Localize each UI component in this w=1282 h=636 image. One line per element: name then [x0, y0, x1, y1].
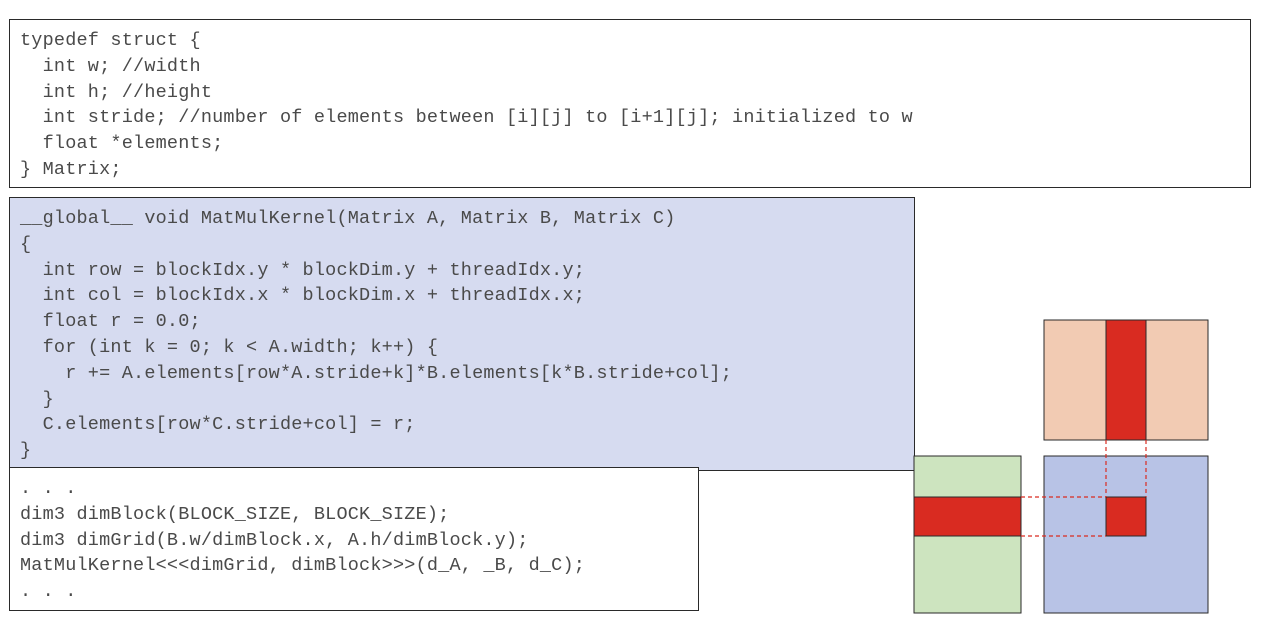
kernel-code-line: float r = 0.0;	[20, 311, 201, 333]
struct-code-line: int stride; //number of elements between…	[20, 107, 913, 129]
matrix-a-row-highlight	[913, 496, 1022, 537]
kernel-code-line: r += A.elements[row*A.stride+k]*B.elemen…	[20, 362, 733, 384]
launch-code-line: . . .	[20, 581, 77, 603]
kernel-code-line: {	[20, 233, 32, 255]
kernel-code-line: }	[20, 440, 32, 462]
projection-lines	[1021, 440, 1147, 537]
struct-code-line: } Matrix;	[20, 158, 122, 180]
kernel-code-line: for (int k = 0; k < A.width; k++) {	[20, 336, 439, 358]
launch-code-line: dim3 dimBlock(BLOCK_SIZE, BLOCK_SIZE);	[20, 503, 450, 525]
launch-code-line: . . .	[20, 478, 77, 499]
struct-code-block: typedef struct { int w; //width int h; /…	[9, 19, 1251, 188]
struct-code-line: int h; //height	[20, 81, 213, 103]
struct-code-line: float *elements;	[20, 133, 224, 155]
kernel-code-line: C.elements[row*C.stride+col] = r;	[20, 414, 416, 436]
launch-code-line: dim3 dimGrid(B.w/dimBlock.x, A.h/dimBloc…	[20, 529, 529, 551]
struct-code-line: int w; //width	[20, 55, 201, 77]
kernel-code-line: int row = blockIdx.y * blockDim.y + thre…	[20, 259, 586, 281]
matrix-c-element-highlight	[1105, 496, 1147, 537]
kernel-code-line: }	[20, 388, 54, 410]
launch-code-block: . . . dim3 dimBlock(BLOCK_SIZE, BLOCK_SIZ…	[9, 467, 699, 611]
launch-code-line: MatMulKernel<<<dimGrid, dimBlock>>>(d_A,…	[20, 555, 586, 577]
struct-code-line: typedef struct {	[20, 30, 201, 51]
matrix-b-column-highlight	[1105, 319, 1147, 441]
kernel-code-block: __global__ void MatMulKernel(Matrix A, M…	[9, 197, 915, 471]
kernel-code-line: int col = blockIdx.x * blockDim.x + thre…	[20, 285, 586, 307]
kernel-code-line: __global__ void MatMulKernel(Matrix A, M…	[20, 208, 676, 229]
